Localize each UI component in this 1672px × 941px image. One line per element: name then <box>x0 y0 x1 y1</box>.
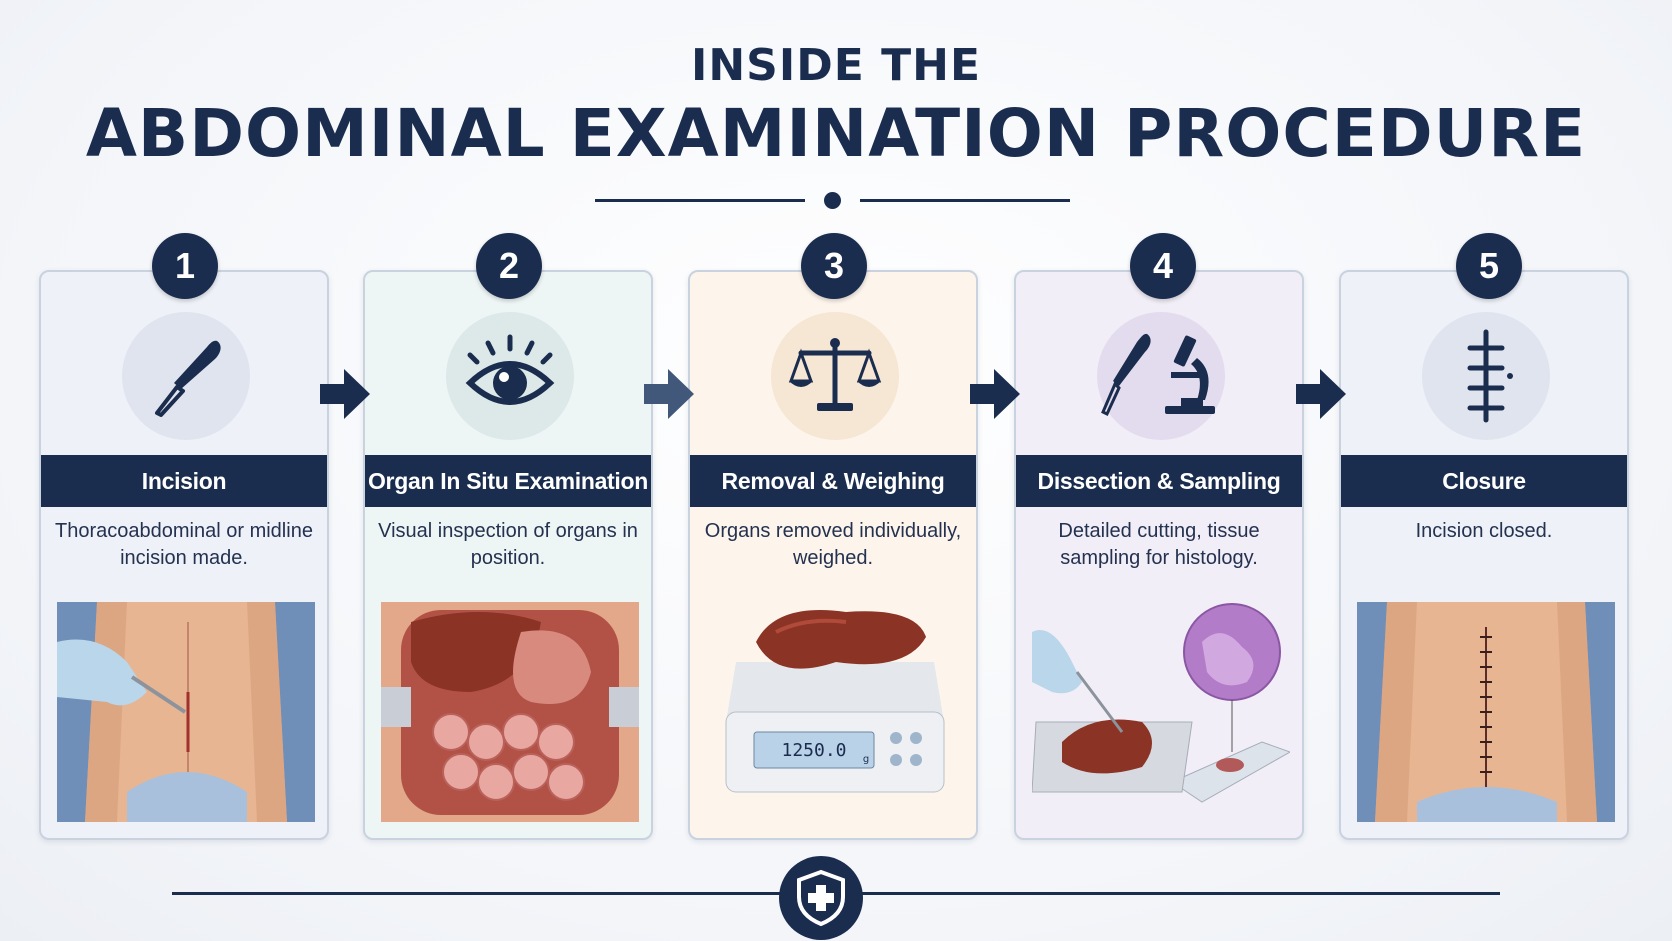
step-number-4: 4 <box>1130 233 1196 299</box>
step-number-3: 3 <box>801 233 867 299</box>
step-title: Dissection & Sampling <box>1016 455 1302 507</box>
title-line-1: INSIDE THE <box>690 40 982 91</box>
organs-in-situ-illustration <box>381 602 639 822</box>
balance-scale-icon <box>771 312 899 440</box>
step-description: Thoracoabdominal or midline incision mad… <box>55 520 313 569</box>
footer-divider-left <box>172 892 782 895</box>
shield-medical-icon <box>779 856 863 940</box>
step-number-2: 2 <box>476 233 542 299</box>
sutured-abdomen-illustration <box>1357 602 1615 822</box>
step-number-5: 5 <box>1456 233 1522 299</box>
step-title: Removal & Weighing <box>690 455 976 507</box>
step-card-in-situ-exam: Organ In Situ Examination Visual inspect… <box>363 270 653 840</box>
step-number-1: 1 <box>152 233 218 299</box>
step-description: Incision closed. <box>1415 520 1553 542</box>
scale-unit: g <box>863 754 869 765</box>
incision-illustration <box>57 602 315 822</box>
arrow-right-icon <box>320 369 370 419</box>
arrow-right-icon <box>1296 369 1346 419</box>
step-title: Incision <box>41 455 327 507</box>
title-divider-left <box>595 199 805 202</box>
footer-divider-right <box>860 892 1500 895</box>
scalpel-microscope-icon <box>1097 312 1225 440</box>
step-card-removal-weighing: Removal & Weighing Organs removed indivi… <box>688 270 978 840</box>
step-description: Visual inspection of organs in position. <box>378 520 638 569</box>
step-card-closure: Closure Incision closed. <box>1339 270 1629 840</box>
dissection-illustration <box>1031 602 1292 822</box>
step-description: Organs removed individually, weighed. <box>704 520 962 569</box>
step-description: Detailed cutting, tissue sampling for hi… <box>1058 520 1260 569</box>
arrow-right-icon <box>644 369 694 419</box>
step-title: Organ In Situ Examination <box>365 455 651 507</box>
arrow-right-icon <box>970 369 1020 419</box>
organ-on-scale-illustration: 1250.0 g <box>706 602 960 822</box>
scalpel-icon <box>122 312 250 440</box>
eye-icon <box>446 312 574 440</box>
step-title: Closure <box>1341 455 1627 507</box>
scale-readout: 1250.0 <box>781 740 846 761</box>
page-title: ABDOMINAL EXAMINATION PROCEDURE <box>85 95 1587 172</box>
title-divider-right <box>860 199 1070 202</box>
title-divider-dot <box>824 192 841 209</box>
step-card-incision: Incision Thoracoabdominal or midline inc… <box>39 270 329 840</box>
suture-icon <box>1422 312 1550 440</box>
step-card-dissection-sampling: Dissection & Sampling Detailed cutting, … <box>1014 270 1304 840</box>
